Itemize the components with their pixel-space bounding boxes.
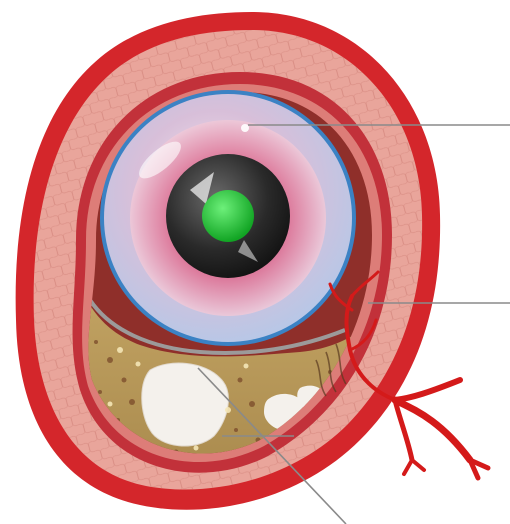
calcium-deposit-large	[142, 363, 229, 446]
guidewire-lumen	[202, 190, 254, 242]
balloon-sparkle	[241, 124, 249, 132]
